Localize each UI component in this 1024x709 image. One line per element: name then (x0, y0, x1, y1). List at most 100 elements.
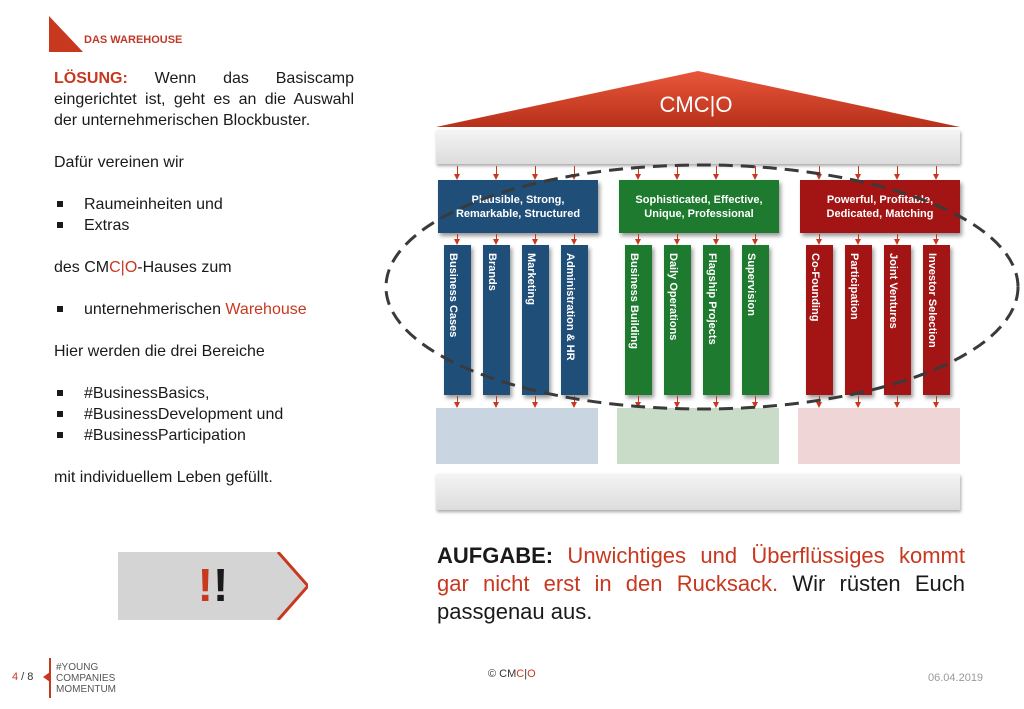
connector-line (716, 396, 717, 402)
excl-red: ! (197, 559, 213, 611)
pillar-label: Joint Ventures (887, 253, 899, 329)
connector-line (496, 234, 497, 239)
connector-line (457, 234, 458, 239)
connector-line (897, 166, 898, 174)
connector-line (858, 396, 859, 402)
connector-line (457, 396, 458, 402)
connector-line (858, 166, 859, 174)
pillar-label: Supervision (745, 253, 757, 316)
solution-text: Wenn das Basiscamp eingerichtet ist, geh… (54, 70, 354, 129)
bullet-item-warehouse: unternehmerischen Warehouse (54, 299, 354, 320)
arrow-down-icon (752, 174, 758, 180)
roof-label: CMC|O (659, 92, 733, 117)
arrow-down-icon (894, 402, 900, 408)
connector-line (574, 166, 575, 174)
arrow-down-icon (752, 239, 758, 245)
section-base (617, 408, 779, 464)
house-line: des CMC|O-Hauses zum (54, 257, 354, 278)
pillar-label: Business Building (628, 253, 640, 349)
connector-line (638, 166, 639, 174)
pillar-label: Flagship Projects (706, 253, 718, 345)
arrow-down-icon (635, 239, 641, 245)
house-line-post: -Hauses zum (137, 259, 232, 276)
pillar-label: Investor Selection (926, 253, 938, 348)
callout-arrow-box (118, 552, 308, 620)
connector-line (535, 166, 536, 174)
roof (436, 71, 960, 127)
arrow-down-icon (635, 174, 641, 180)
pillar-label: Business Cases (447, 253, 459, 338)
section-heading-box: Powerful, Profitable, Dedicated, Matchin… (800, 180, 960, 233)
bullet-item: #BusinessParticipation (54, 425, 354, 446)
pillar: Brands (483, 245, 510, 395)
arrow-down-icon (571, 174, 577, 180)
arrow-down-icon (816, 174, 822, 180)
task-paragraph: AUFGABE: Unwichtiges und Überflüssiges k… (437, 542, 965, 626)
warehouse-word: Warehouse (225, 301, 307, 318)
arrow-down-icon (532, 239, 538, 245)
arrow-down-icon (816, 402, 822, 408)
copyright-sep: | (524, 668, 528, 680)
connector-line (858, 234, 859, 239)
pillar: Administration & HR (561, 245, 588, 395)
exclamation-marks: !! (118, 556, 308, 614)
connector-line (897, 396, 898, 402)
bottom-beam (436, 474, 960, 510)
house-line-pre: des CM (54, 259, 110, 276)
arrow-down-icon (493, 402, 499, 408)
bullet-item: Raumeinheiten und (54, 194, 354, 215)
connector-line (574, 234, 575, 239)
copyright: © CMC|O (488, 668, 536, 680)
house-line-o: O (124, 259, 138, 276)
section-heading: Plausible, Strong, Remarkable, Structure… (455, 193, 581, 220)
areas-intro: Hier werden die drei Bereiche (54, 343, 265, 360)
arrow-down-icon (894, 239, 900, 245)
pillar-label: Brands (486, 253, 498, 291)
connector-line (819, 166, 820, 174)
connector-line (936, 166, 937, 174)
task-red-text: Unwichtiges und Überflüssiges kommt gar … (437, 543, 965, 596)
connector-line (535, 396, 536, 402)
copyright-pre: © CM (488, 668, 517, 680)
arrow-down-icon (933, 239, 939, 245)
arrow-down-icon (855, 239, 861, 245)
arrow-down-icon (454, 174, 460, 180)
copyright-c: C (516, 668, 525, 680)
top-beam (436, 130, 960, 164)
page-current: 4 (12, 671, 19, 683)
brand-text: #YOUNG COMPANIES MOMENTUM (56, 662, 116, 695)
connector-line (496, 396, 497, 402)
arrow-down-icon (894, 174, 900, 180)
pillar: Co-Founding (806, 245, 833, 395)
pillar-label: Daily Operations (667, 253, 679, 341)
pillar: Supervision (742, 245, 769, 395)
connector-line (755, 396, 756, 402)
section-base (436, 408, 598, 464)
connector-line (677, 166, 678, 174)
pillar-label: Marketing (525, 253, 537, 305)
pillar-label: Administration & HR (564, 253, 576, 361)
arrow-down-icon (855, 402, 861, 408)
arrow-down-icon (571, 402, 577, 408)
arrow-down-icon (571, 239, 577, 245)
left-text-block: LÖSUNG: Wenn das Basiscamp eingerichtet … (54, 68, 354, 488)
page-arrow-icon (43, 672, 50, 682)
arrow-down-icon (713, 402, 719, 408)
arrow-down-icon (532, 174, 538, 180)
section-title: DAS WAREHOUSE (84, 34, 183, 46)
connector-line (897, 234, 898, 239)
connector-line (677, 396, 678, 402)
arrow-down-icon (454, 239, 460, 245)
arrow-down-icon (752, 402, 758, 408)
brand-line: COMPANIES (56, 673, 116, 684)
task-label: AUFGABE: (437, 543, 554, 568)
bullet-item: Extras (54, 215, 354, 236)
page-total: 8 (27, 671, 34, 683)
connector-line (755, 234, 756, 239)
pillar-label: Co-Founding (809, 253, 821, 322)
copyright-o: O (527, 668, 536, 680)
pillar: Marketing (522, 245, 549, 395)
section-heading-box: Plausible, Strong, Remarkable, Structure… (438, 180, 598, 233)
connector-line (496, 166, 497, 174)
house-line-c: C| (109, 259, 125, 276)
